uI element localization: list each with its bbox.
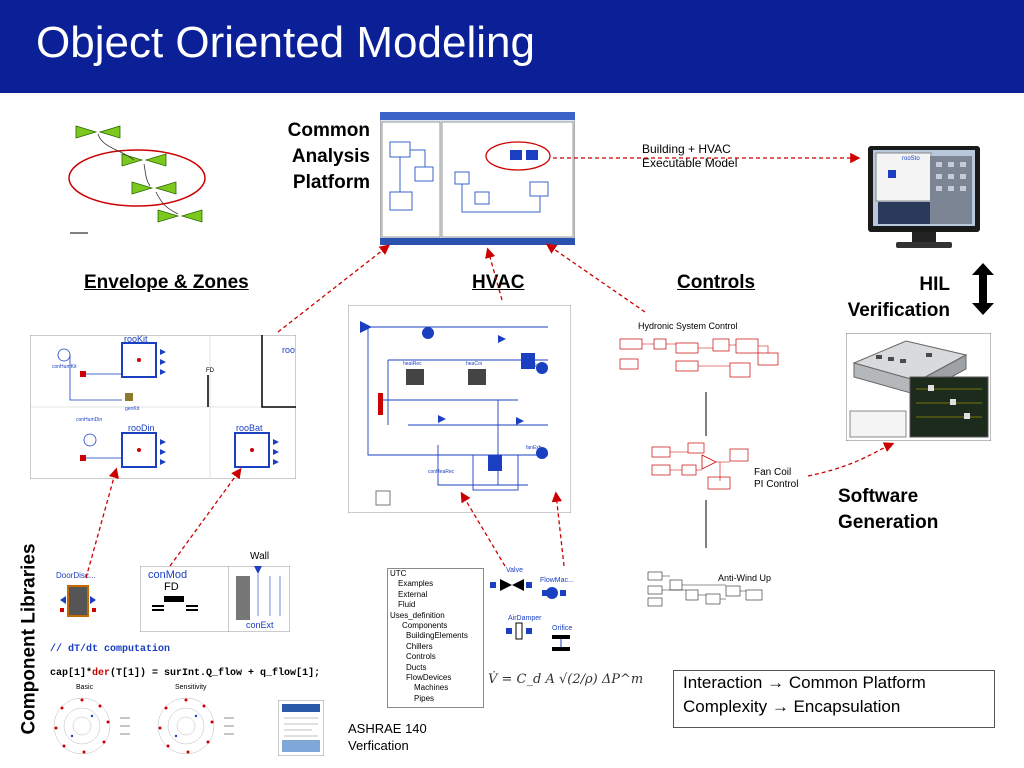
conmod-component: conMod FD	[140, 566, 230, 632]
tree-item-machines[interactable]: Machines	[414, 683, 449, 693]
tree-item-building-elements[interactable]: BuildingElements	[406, 631, 468, 641]
polar-sensitivity-label: Sensitivity	[175, 684, 207, 691]
zone-conHumKit-label: conHumKit	[52, 364, 77, 370]
ashrae-label: ASHRAE 140 Verfication	[348, 721, 427, 753]
component-libraries-label: Component Libraries	[18, 543, 40, 735]
summary-line-1: Interaction → Common Platform	[683, 673, 926, 692]
summary-line-2: Complexity → Encapsulation	[683, 697, 901, 716]
wall-label: Wall	[250, 551, 270, 562]
polar-basic-label: Basic	[76, 684, 94, 691]
common-platform-label: Common Analysis Platform	[287, 120, 370, 193]
anti-wind-up-diagram	[647, 571, 763, 607]
zone-rooBat-label: rooBat	[236, 423, 263, 433]
conExt-label: conExt	[246, 620, 274, 630]
library-tree[interactable]: UTC Examples External Fluid Uses_definit…	[387, 568, 484, 708]
hvac-diagram: fanSup fanExh heatRec heaCoi conHeaRec	[348, 305, 571, 513]
anti-wind-up-label: Anti-Wind Up	[718, 573, 772, 583]
flowmac-label: FlowMac...	[540, 577, 574, 584]
hydronic-label: Hydronic System Control	[638, 321, 738, 331]
zone-fd-label: FD	[206, 368, 215, 374]
tree-item-examples[interactable]: Examples	[398, 579, 434, 589]
software-generation-label: Software Generation	[838, 486, 939, 533]
orifice-label: Orifice	[552, 625, 572, 632]
flow-components: Valve FlowMac... AirDamper Orifice	[490, 567, 574, 651]
code-equation: cap[1]*der(T[1]) = surInt.Q_flow + q_flo…	[50, 668, 320, 679]
code-eq-post: (T[1]) = surInt.Q_flow + q_flow[1];	[110, 668, 321, 679]
monitor-rooSto-label: rooSto	[902, 156, 920, 162]
door-component: DoorDisc...	[56, 571, 96, 617]
code-comment: // dT/dt computation	[50, 644, 171, 655]
zone-genKit-label: genKit	[125, 406, 140, 412]
slide-title: Object Oriented Modeling	[36, 18, 535, 67]
hvac-header: HVAC	[472, 272, 525, 293]
envelope-header: Envelope & Zones	[84, 272, 249, 293]
hil-label: HIL Verification	[847, 274, 950, 321]
code-eq-der: der	[92, 668, 111, 679]
wall-component: conExt	[228, 566, 290, 632]
hil-hardware-image	[846, 333, 991, 441]
controls-connector-line-2	[705, 500, 707, 548]
ashrae-document	[278, 700, 324, 756]
hvac-heaCoi-label: heaCoi	[466, 361, 482, 367]
monitor-image: rooSto	[868, 146, 980, 248]
zone-roo-label: roo	[282, 345, 295, 355]
hvac-conHeaRec-label: conHeaRec	[428, 469, 455, 475]
code-eq-pre: cap[1]*	[50, 668, 93, 679]
conmod-fd-label: FD	[164, 581, 179, 593]
envelope-zones-diagram: rooKit roo rooDin rooBat conHumKit conHu…	[30, 335, 296, 479]
hvac-fanSup-label: fanSup	[526, 363, 542, 369]
valve-label: Valve	[506, 567, 523, 574]
fan-coil-label: Fan Coil PI Control	[754, 467, 799, 490]
airdamper-label: AirDamper	[508, 615, 542, 622]
title-bar	[0, 0, 1024, 93]
tree-item-external[interactable]: External	[398, 589, 428, 599]
tree-item-fluid[interactable]: Fluid	[398, 600, 416, 610]
tree-item-components[interactable]: Components	[402, 621, 448, 631]
flow-formula: V̇ = C_d A √(2/ρ) ΔP^m	[488, 672, 644, 687]
tree-item-pipes[interactable]: Pipes	[414, 693, 435, 703]
platform-screenshot	[380, 112, 575, 245]
executable-model-label: Building + HVAC Executable Model	[642, 142, 738, 170]
tree-item-ducts[interactable]: Ducts	[406, 662, 427, 672]
zone-rooKit-label: rooKit	[124, 335, 148, 344]
polar-plots	[53, 697, 234, 755]
envelope-triangles-diagram	[68, 125, 206, 234]
hvac-fanExh-label: fanExh	[526, 445, 542, 451]
zone-rooDin-label: rooDin	[128, 423, 155, 433]
tree-item-chillers[interactable]: Chillers	[406, 641, 433, 651]
double-arrow-icon	[972, 263, 994, 315]
tree-item-utc[interactable]: UTC	[390, 569, 407, 578]
summary-box: Interaction → Common Platform Complexity…	[673, 670, 995, 728]
conmod-label: conMod	[148, 569, 187, 581]
hydronic-diagram	[619, 338, 779, 378]
controls-header: Controls	[677, 272, 756, 293]
zone-conHumDin-label: conHumDin	[76, 417, 102, 423]
tree-item-uses-definition[interactable]: Uses_definition	[390, 610, 445, 620]
tree-item-flow-devices[interactable]: FlowDevices	[406, 673, 452, 683]
controls-connector-line	[705, 392, 707, 436]
fan-coil-diagram	[651, 442, 749, 490]
hvac-heatRec-label: heatRec	[403, 361, 422, 367]
door-label: DoorDisc...	[56, 571, 96, 580]
tree-item-controls[interactable]: Controls	[406, 652, 436, 662]
